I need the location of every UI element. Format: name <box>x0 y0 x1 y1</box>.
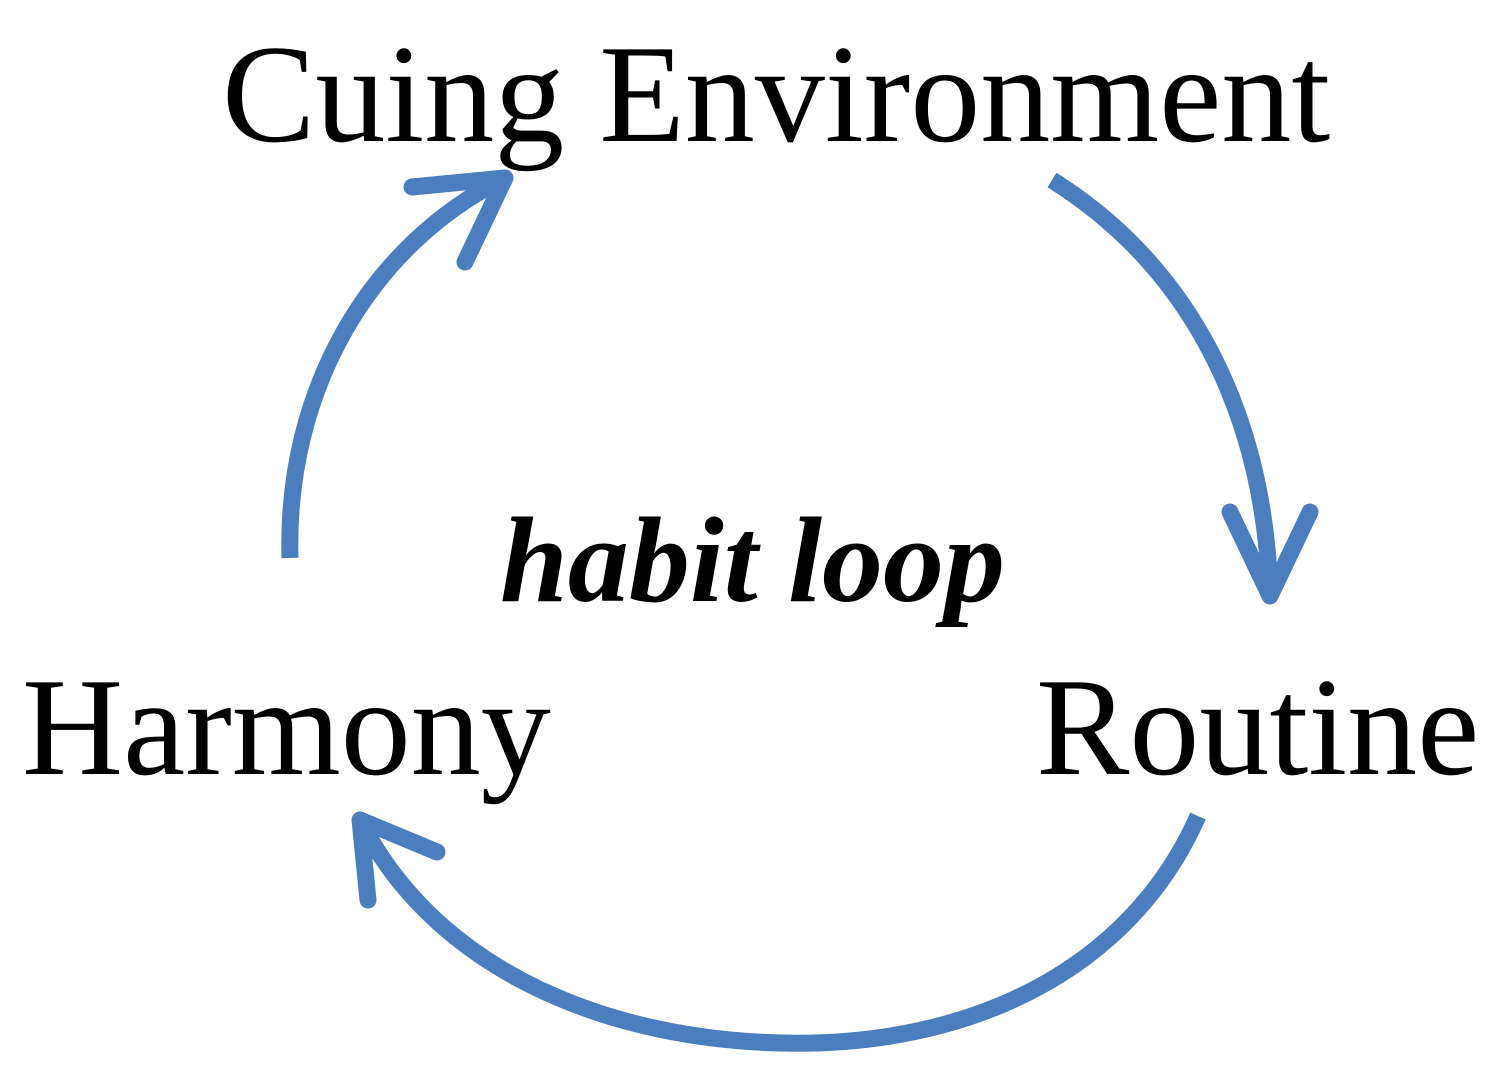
arrow-shaft-left <box>281 170 509 559</box>
center-label-habit-loop: habit loop <box>500 493 1006 628</box>
arrowhead-up-right <box>403 169 514 271</box>
arrow-shaft-right <box>1047 172 1279 597</box>
arrow-harmony-to-cuing-environment <box>281 169 514 559</box>
node-routine: Routine <box>1036 650 1480 805</box>
arrowhead-up-left <box>351 811 446 909</box>
node-cuing-environment: Cuing Environment <box>222 17 1331 172</box>
arrowhead-down <box>1221 503 1319 605</box>
arrow-routine-to-harmony <box>351 811 1206 1052</box>
arrow-shaft-bottom <box>352 812 1206 1052</box>
node-harmony: Harmony <box>22 650 551 805</box>
arrow-cuing-environment-to-routine <box>1047 172 1319 605</box>
